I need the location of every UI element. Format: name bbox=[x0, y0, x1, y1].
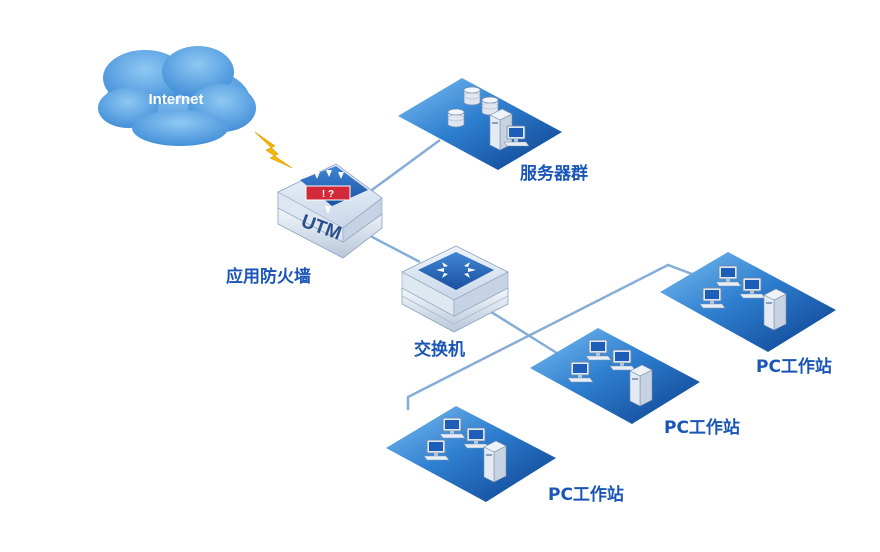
workstation-label-left: PC工作站 bbox=[548, 485, 624, 505]
switch-label: 交换机 bbox=[414, 340, 465, 360]
workstation-platform bbox=[660, 252, 836, 352]
firewall-label: 应用防火墙 bbox=[226, 267, 311, 287]
switch-device[interactable] bbox=[401, 245, 509, 333]
lightning-icon bbox=[254, 131, 293, 169]
workstation-group-right[interactable] bbox=[660, 252, 836, 352]
workstation-label-middle: PC工作站 bbox=[664, 418, 740, 438]
cloud-label: Internet bbox=[148, 91, 203, 108]
workstation-platform bbox=[386, 406, 556, 502]
server-group[interactable] bbox=[398, 78, 562, 170]
firewall-glyphs: ! ? bbox=[322, 189, 334, 200]
workstation-platform bbox=[530, 328, 700, 424]
workstation-group-middle[interactable] bbox=[530, 328, 700, 424]
workstation-group-left[interactable] bbox=[386, 406, 556, 502]
link-switch-pc-middle bbox=[479, 303, 561, 357]
cloud-icon bbox=[98, 46, 256, 146]
servers-label: 服务器群 bbox=[520, 164, 588, 184]
firewall-device[interactable]: ! ? UTM bbox=[277, 163, 383, 259]
switch-icon bbox=[401, 245, 509, 333]
link-trunk-pc bbox=[406, 263, 701, 410]
workstation-label-right: PC工作站 bbox=[756, 357, 832, 377]
arrow-down-icon bbox=[314, 170, 344, 214]
firewall-icon: ! ? bbox=[277, 163, 383, 259]
server-platform bbox=[398, 78, 562, 170]
link-firewall-servers bbox=[364, 138, 441, 197]
internet-cloud: Internet bbox=[98, 46, 256, 146]
